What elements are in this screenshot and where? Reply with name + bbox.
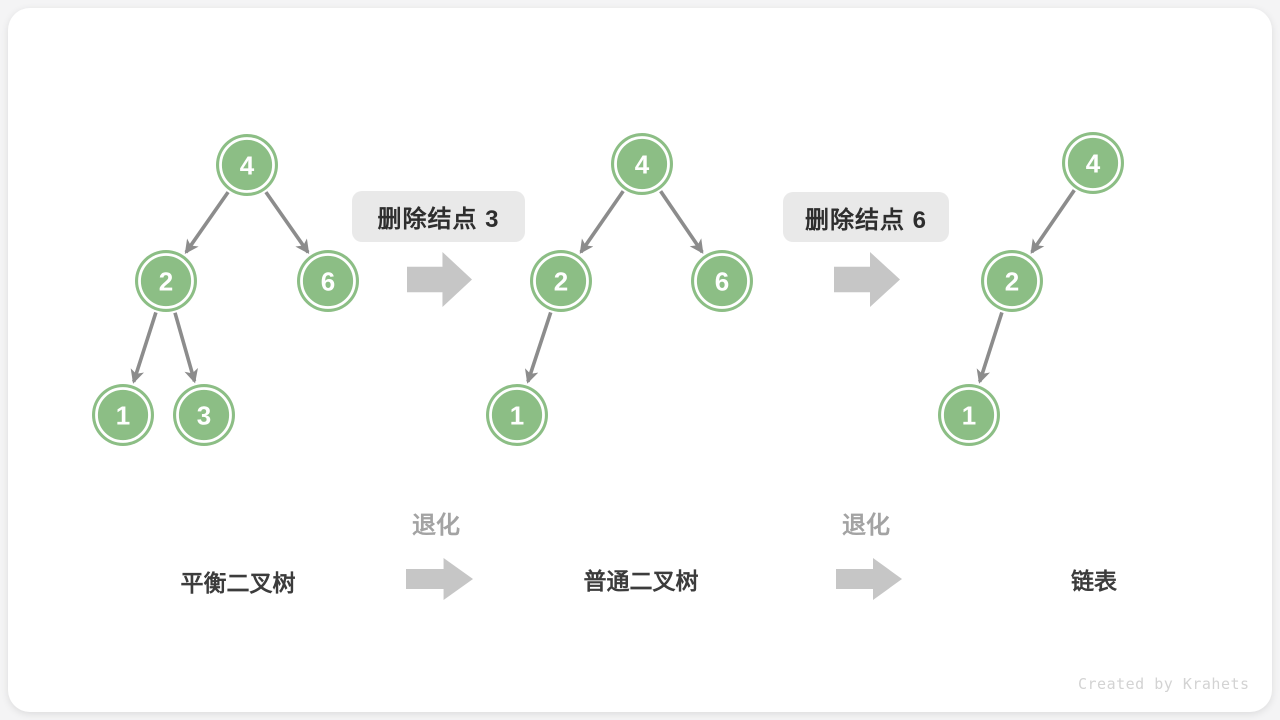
node-value: 6 bbox=[715, 266, 729, 296]
node-inner-ring bbox=[489, 387, 545, 443]
node-inner-ring bbox=[984, 253, 1040, 309]
node-inner-ring bbox=[614, 136, 670, 192]
degrade-label: 退化 bbox=[412, 512, 460, 539]
node-value: 4 bbox=[635, 149, 650, 179]
tree-edge bbox=[173, 312, 198, 384]
node-inner-ring bbox=[941, 387, 997, 443]
tree-linked-list: 4 2 1 bbox=[938, 132, 1124, 446]
delete-node-6-label: 删除结点 6 bbox=[783, 192, 949, 242]
tree-node-6: 6 bbox=[297, 250, 359, 312]
right-block-arrow-icon bbox=[407, 252, 472, 307]
node-inner-ring bbox=[533, 253, 589, 309]
degrade-label: 退化 bbox=[842, 512, 890, 539]
right-block-arrow-icon bbox=[834, 252, 900, 307]
node-value: 1 bbox=[116, 400, 130, 430]
node-value: 4 bbox=[1086, 148, 1101, 178]
node-value: 2 bbox=[554, 266, 568, 296]
right-block-arrow-icon bbox=[836, 558, 902, 600]
node-inner-ring bbox=[300, 253, 356, 309]
node-circle bbox=[938, 384, 1000, 446]
watermark-credit: Created by Krahets bbox=[1078, 675, 1250, 693]
right-block-arrow-icon bbox=[406, 558, 473, 600]
node-value: 2 bbox=[1005, 266, 1019, 296]
tree-edge bbox=[659, 190, 704, 254]
node-value: 6 bbox=[321, 266, 335, 296]
node-value: 3 bbox=[197, 400, 211, 430]
tree-node-4: 4 bbox=[216, 134, 278, 196]
node-circle bbox=[486, 384, 548, 446]
node-circle bbox=[691, 250, 753, 312]
node-inner-ring bbox=[95, 387, 151, 443]
node-inner-ring bbox=[1065, 135, 1121, 191]
tree-node-1: 1 bbox=[486, 384, 548, 446]
tree-node-4: 4 bbox=[1062, 132, 1124, 194]
tree-node-4: 4 bbox=[611, 133, 673, 195]
node-value: 1 bbox=[510, 400, 524, 430]
tree-edge bbox=[184, 191, 230, 255]
delete-node-3-label: 删除结点 3 bbox=[352, 191, 525, 242]
diagram-card bbox=[8, 8, 1272, 712]
tree-node-1: 1 bbox=[938, 384, 1000, 446]
node-circle bbox=[216, 134, 278, 196]
stage-label-balanced-binary-tree: 平衡二叉树 bbox=[180, 570, 296, 596]
stage-label-linked-list: 链表 bbox=[1071, 568, 1117, 594]
node-circle bbox=[1062, 132, 1124, 194]
node-circle bbox=[611, 133, 673, 195]
node-value: 2 bbox=[159, 266, 173, 296]
node-inner-ring bbox=[694, 253, 750, 309]
node-circle bbox=[297, 250, 359, 312]
tree-edge bbox=[579, 190, 625, 254]
node-value: 1 bbox=[962, 400, 976, 430]
node-circle bbox=[92, 384, 154, 446]
node-inner-ring bbox=[176, 387, 232, 443]
tree-node-3: 3 bbox=[173, 384, 235, 446]
node-inner-ring bbox=[138, 253, 194, 309]
node-inner-ring bbox=[219, 137, 275, 193]
node-circle bbox=[135, 250, 197, 312]
tree-edge bbox=[1030, 189, 1076, 254]
tree-node-2: 2 bbox=[981, 250, 1043, 312]
tree-node-6: 6 bbox=[691, 250, 753, 312]
stage-label-ordinary-binary-tree: 普通二叉树 bbox=[583, 568, 699, 594]
tree-node-1: 1 bbox=[92, 384, 154, 446]
tree-edge bbox=[524, 311, 553, 384]
tree-edge bbox=[264, 191, 310, 255]
tree-edge bbox=[130, 311, 158, 384]
node-value: 4 bbox=[240, 150, 255, 180]
tree-ordinary-binary-tree: 4 2 6 1 bbox=[486, 133, 753, 446]
node-circle bbox=[530, 250, 592, 312]
node-circle bbox=[981, 250, 1043, 312]
node-circle bbox=[173, 384, 235, 446]
tree-node-2: 2 bbox=[530, 250, 592, 312]
tree-balanced-binary-tree: 4 2 6 1 3 bbox=[92, 134, 359, 446]
tree-edge bbox=[976, 311, 1004, 384]
tree-node-2: 2 bbox=[135, 250, 197, 312]
